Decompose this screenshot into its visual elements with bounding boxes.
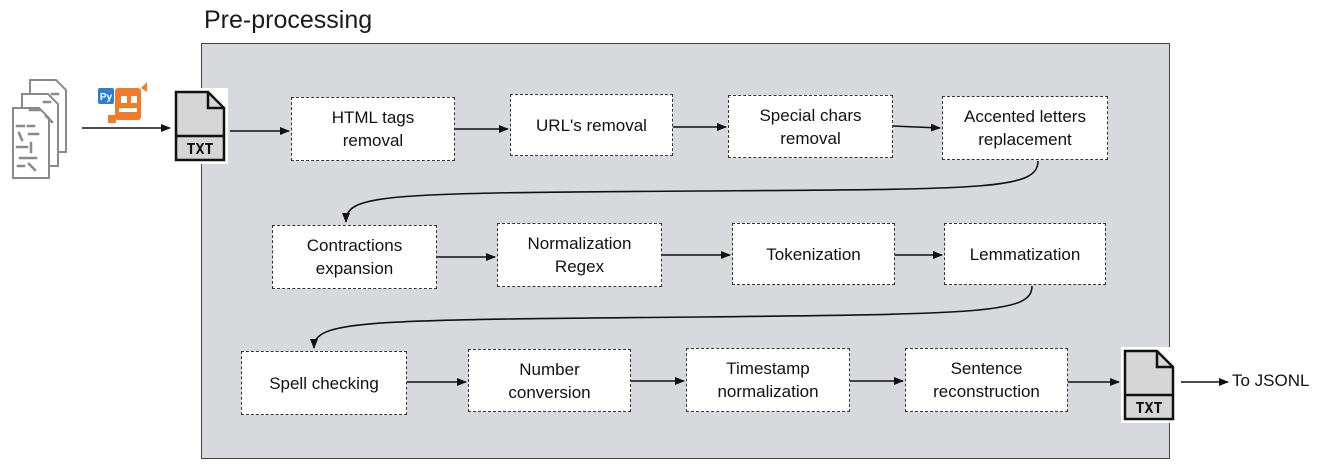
step-lemmatization: Lemmatization [944,223,1106,285]
step-label: Lemmatization [969,244,1081,264]
step-urls-removal: URL's removal [510,94,673,156]
step-label: Sentence reconstruction [933,359,1040,401]
arrow-lemmatization-to-spell [310,285,1033,349]
step-label: Special chars removal [759,105,862,148]
step-normalization-regex: Normalization Regex [497,223,662,287]
arrow-special-to-accented [892,123,941,132]
step-label: Timestamp normalization [717,359,819,401]
step-sentence-reconstruction: Sentence reconstruction [905,348,1068,412]
txt-file-label: TXT [186,140,213,158]
output-label: To JSONL [1232,371,1310,390]
step-label: URL's removal [536,115,647,135]
step-label: Spell checking [269,373,379,393]
section-title: Pre-processing [204,6,373,34]
step-html-tags-removal: HTML tags removal [291,97,455,161]
arrow-accented-to-contractions [342,160,1039,223]
step-label: HTML tags removal [331,108,415,150]
step-contractions-expansion: Contractions expansion [272,225,437,289]
python-badge-label: Py [100,92,113,103]
txt-file-icon-output: TXT [1121,347,1177,423]
step-label: Contractions expansion [306,236,403,278]
step-label: Accented letters replacement [964,107,1086,149]
step-spell-checking: Spell checking [241,351,407,415]
documents-stack-icon [12,79,67,179]
step-number-conversion: Number conversion [468,349,631,412]
step-timestamp-normalization: Timestamp normalization [686,348,850,412]
step-label: Tokenization [766,244,861,264]
step-special-chars-removal: Special chars removal [728,95,893,158]
txt-file-label: TXT [1135,399,1162,417]
step-tokenization: Tokenization [732,223,895,285]
txt-file-icon-input: TXT [172,88,228,164]
python-tool-icon: Py [98,82,147,123]
step-label: Number conversion [508,359,591,402]
step-accented-letters-replacement: Accented letters replacement [942,96,1108,160]
step-label: Normalization Regex [527,234,632,276]
